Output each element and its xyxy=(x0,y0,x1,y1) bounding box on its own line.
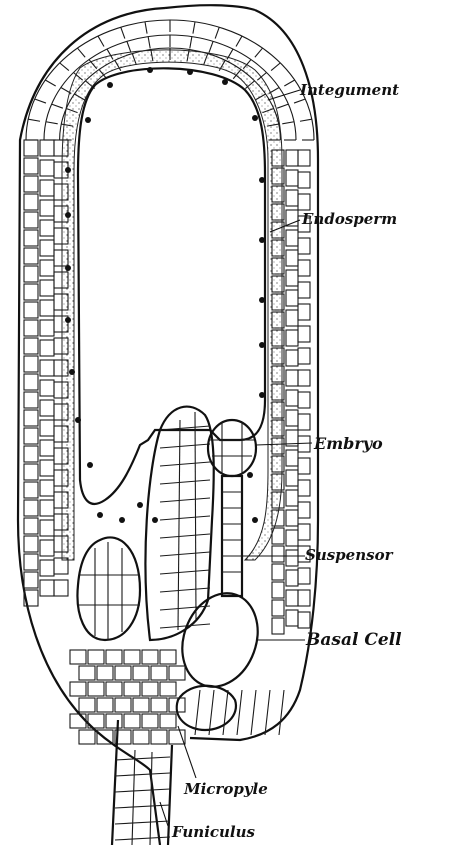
nucellus-cells xyxy=(160,412,210,630)
suspensor xyxy=(222,476,242,596)
label-integument: Integument xyxy=(299,81,399,99)
embryo-sac-cavity xyxy=(78,68,265,504)
micropyle-leader xyxy=(178,726,196,778)
endosperm-nuclei xyxy=(65,67,265,523)
label-endosperm: Endosperm xyxy=(301,210,397,228)
label-basal-cell: Basal Cell xyxy=(305,630,402,650)
micropyle-cell xyxy=(177,686,236,730)
antipodal-cluster xyxy=(77,537,140,640)
embryo xyxy=(208,420,256,476)
integument-outline-top xyxy=(165,5,255,10)
label-micropyle: Micropyle xyxy=(183,780,268,798)
label-embryo: Embryo xyxy=(313,434,383,453)
chalazal-tissue xyxy=(70,650,284,744)
funiculus-stalk xyxy=(112,720,172,845)
label-suspensor: Suspensor xyxy=(305,546,394,564)
label-funiculus: Funiculus xyxy=(171,823,256,841)
